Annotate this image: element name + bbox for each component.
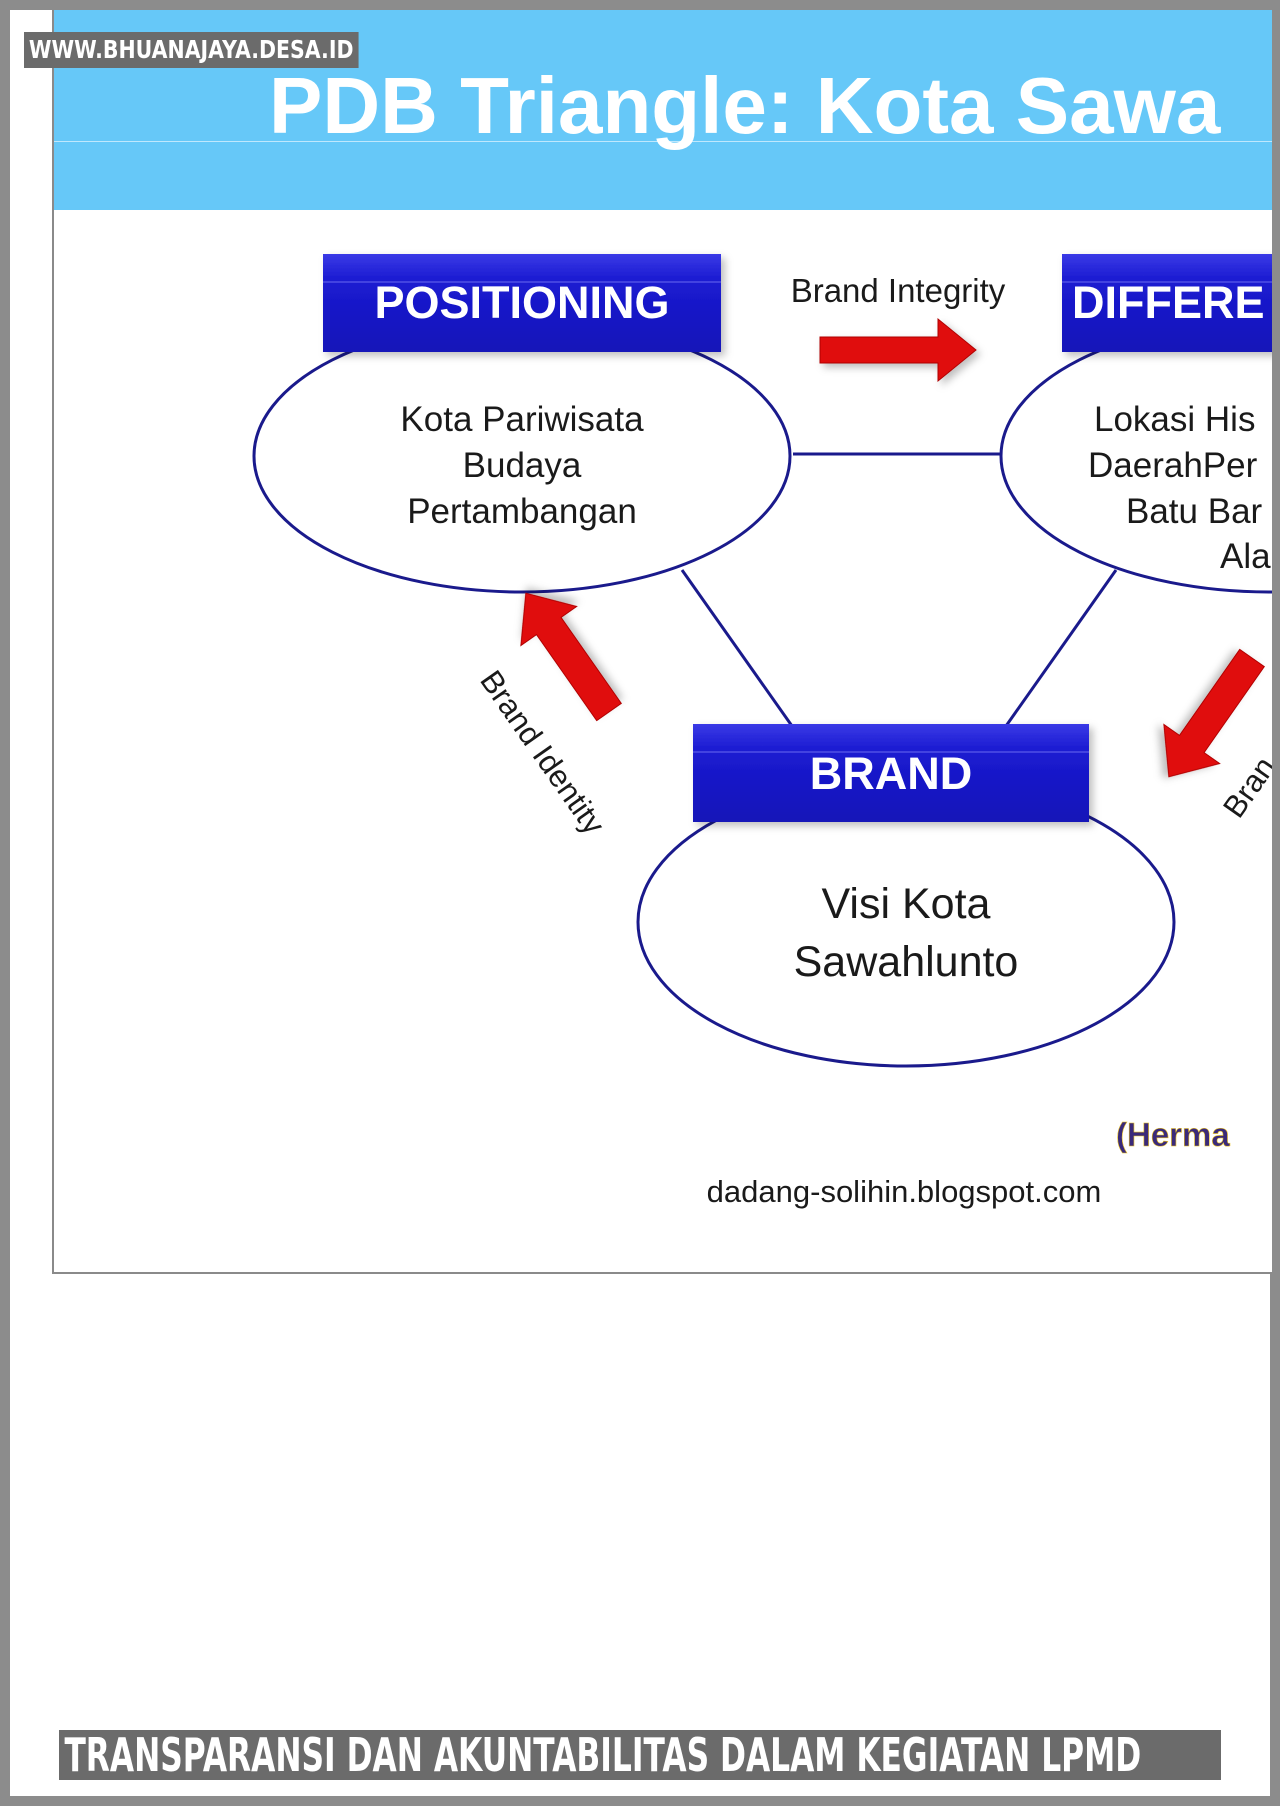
brand-node: BRAND Visi Kota Sawahlunto: [636, 724, 1176, 1068]
title-divider: [54, 141, 1272, 142]
differentiation-line-2: DaerahPer: [1088, 446, 1258, 485]
arrow-right-icon: [819, 317, 977, 383]
image-caption: TRANSPARANSI DAN AKUNTABILITAS DALAM KEG…: [57, 1728, 1223, 1782]
site-watermark: WWW.BHUANAJAYA.DESA.ID: [24, 32, 359, 68]
brand-identity-arrow: [520, 592, 622, 722]
arrow-down-left-icon: [1163, 648, 1265, 778]
positioning-node: POSITIONING Kota Pariwisata Budaya Perta…: [252, 254, 792, 594]
positioning-header: POSITIONING: [374, 277, 669, 328]
caption-text: TRANSPARANSI DAN AKUNTABILITAS DALAM KEG…: [64, 1728, 1142, 1782]
brand-header: BRAND: [810, 748, 973, 799]
differentiation-header-box: [1062, 254, 1272, 352]
brand-integrity-label: Brand Integrity: [791, 272, 1006, 309]
brand-line-1: Visi Kota: [822, 880, 991, 928]
positioning-line-2: Budaya: [463, 446, 582, 485]
slide: PDB Triangle: Kota Sawa POSITIONING Kota…: [52, 10, 1272, 1274]
brand-right-label: Bran: [1216, 750, 1272, 824]
differentiation-line-4: Ala: [1220, 537, 1271, 576]
positioning-header-box: [323, 254, 721, 352]
differentiation-node: DIFFERE Lokasi His DaerahPer Batu Bar Al…: [999, 254, 1272, 594]
brand-integrity-arrow: [819, 317, 977, 383]
source-text: dadang-solihin.blogspot.com: [707, 1174, 1102, 1209]
slide-title: PDB Triangle: Kota Sawa: [269, 61, 1221, 150]
differentiation-header: DIFFERE: [1072, 277, 1265, 328]
brand-header-box: [693, 724, 1089, 822]
arrow-up-left-icon: [520, 592, 622, 722]
differentiation-line-1: Lokasi His: [1094, 400, 1255, 439]
connector-left: [680, 569, 794, 727]
brand-right-arrow: [1163, 648, 1265, 778]
differentiation-line-3: Batu Bar: [1126, 492, 1263, 531]
connector-right: [1004, 569, 1118, 727]
pdb-triangle-diagram: POSITIONING Kota Pariwisata Budaya Perta…: [252, 254, 1272, 1209]
credit-text: (Herma: [1116, 1116, 1230, 1153]
brand-line-2: Sawahlunto: [794, 938, 1019, 986]
positioning-line-3: Pertambangan: [407, 492, 637, 531]
positioning-line-1: Kota Pariwisata: [400, 400, 644, 439]
